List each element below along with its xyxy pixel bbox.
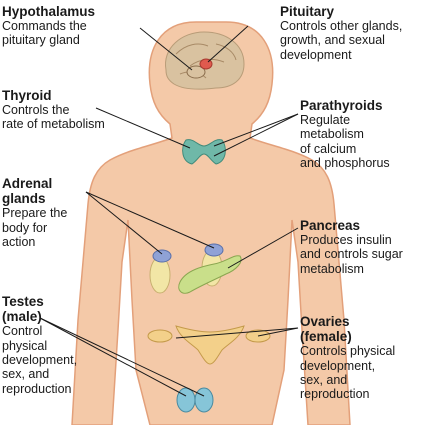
body-silhouette: [71, 21, 351, 425]
label-parathyroids: Parathyroids Regulate metabolism of calc…: [300, 98, 390, 171]
leader-hypothalamus: [139, 27, 193, 71]
thyroid-title: Thyroid: [2, 88, 52, 103]
label-hypothalamus: Hypothalamus Commands the pituitary glan…: [2, 4, 95, 48]
adrenal-desc: Prepare the body for action: [2, 206, 68, 249]
adrenal-title: Adrenal glands: [2, 176, 53, 207]
right-adrenal-gland: [204, 243, 224, 257]
ovaries-title: Ovaries (female): [300, 314, 352, 345]
pancreas-title: Pancreas: [300, 218, 361, 233]
label-adrenal: Adrenal glands Prepare the body for acti…: [2, 176, 67, 249]
pancreas-desc: Produces insulin and controls sugar meta…: [300, 233, 403, 276]
parathyroids-desc: Regulate metabolism of calcium and phosp…: [300, 113, 390, 171]
thyroid-desc: Controls the rate of metabolism: [2, 103, 105, 132]
left-ovary: [147, 329, 173, 343]
leader-lines: [39, 25, 299, 397]
label-pituitary: Pituitary Controls other glands, growth,…: [280, 4, 402, 62]
leader-ovaries-2: [175, 327, 299, 339]
leader-parathyroid-1: [213, 113, 299, 147]
label-thyroid: Thyroid Controls the rate of metabolism: [2, 88, 105, 132]
hypothalamus-title: Hypothalamus: [2, 4, 96, 19]
leader-pancreas: [227, 227, 299, 269]
pituitary-title: Pituitary: [280, 4, 335, 19]
pituitary-desc: Controls other glands, growth, and sexua…: [280, 19, 403, 62]
leader-pituitary: [207, 25, 249, 63]
leader-thyroid: [95, 107, 191, 149]
leader-testes-2: [39, 317, 205, 397]
left-adrenal-gland: [152, 249, 172, 263]
right-testis: [194, 387, 214, 413]
leader-adrenal-1: [85, 191, 163, 255]
label-pancreas: Pancreas Produces insulin and controls s…: [300, 218, 403, 276]
ovaries-desc: Controls physical development, sex, and …: [300, 344, 396, 402]
leader-testes-1: [39, 317, 187, 397]
left-testis: [176, 387, 196, 413]
parathyroids-title: Parathyroids: [300, 98, 383, 113]
testes-title: Testes (male): [2, 294, 44, 325]
leader-adrenal-2: [85, 191, 215, 249]
leader-ovaries-1: [257, 327, 299, 337]
left-kidney: [149, 256, 171, 294]
label-ovaries: Ovaries (female) Controls physical devel…: [300, 314, 395, 402]
testes-desc: Control physical development, sex, and r…: [2, 324, 78, 396]
leader-parathyroid-2: [213, 113, 299, 157]
uterus: [175, 325, 245, 365]
pancreas-gland: [178, 255, 242, 294]
label-testes: Testes (male) Control physical developme…: [2, 294, 77, 396]
hypothalamus-desc: Commands the pituitary gland: [2, 19, 87, 48]
